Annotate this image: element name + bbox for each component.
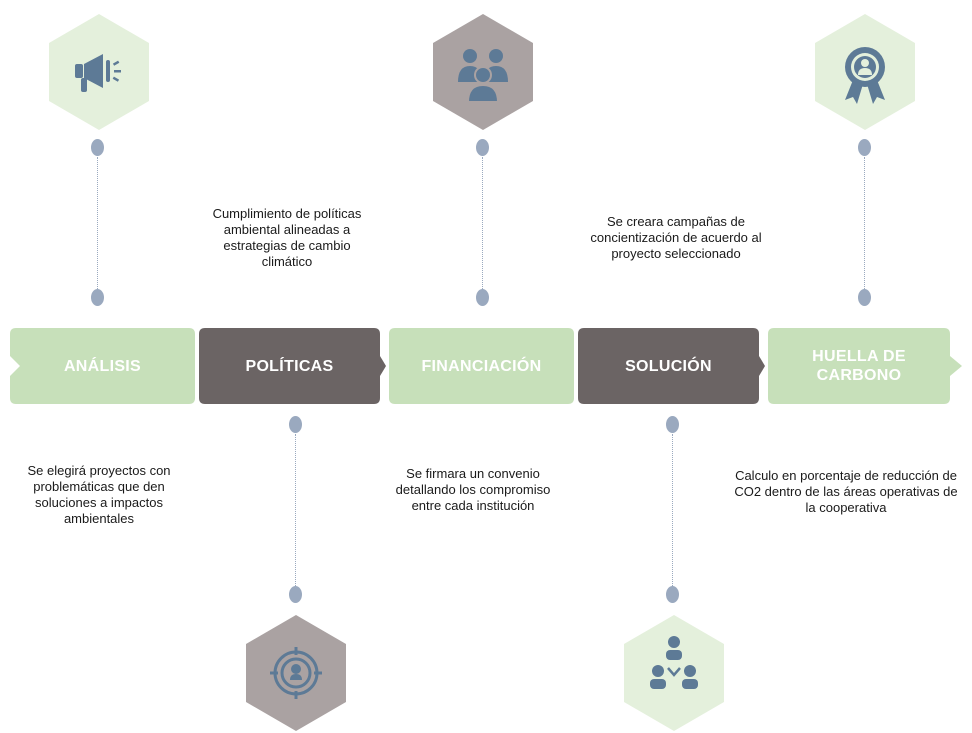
connector-dot xyxy=(666,416,679,433)
solucion-description: Se creara campañas de concientización de… xyxy=(590,214,762,261)
connector-dot xyxy=(91,289,104,306)
stage-politicas: POLÍTICAS xyxy=(199,328,386,404)
stage-label: FINANCIACIÓN xyxy=(421,357,542,375)
connector-dot xyxy=(476,139,489,156)
business-team-hexagon xyxy=(429,12,537,132)
dotted-connector xyxy=(295,434,296,586)
dotted-connector xyxy=(482,157,483,289)
politicas-description: Cumplimiento de políticas ambiental alin… xyxy=(212,206,362,269)
team-hierarchy-icon xyxy=(650,636,698,689)
connector-dot xyxy=(91,139,104,156)
stage-huella: HUELLA DE CARBONO xyxy=(768,328,962,404)
stage-label: ANÁLISIS xyxy=(63,357,142,375)
team-hierarchy-hexagon xyxy=(620,613,728,733)
connector-dot xyxy=(289,416,302,433)
connector-dot xyxy=(289,586,302,603)
stage-label: SOLUCIÓN xyxy=(625,357,712,375)
target-person-hexagon xyxy=(242,613,350,733)
connector-dot xyxy=(858,139,871,156)
megaphone-hexagon xyxy=(45,12,153,132)
stage-label: POLÍTICAS xyxy=(245,357,334,375)
award-badge-icon xyxy=(845,47,885,104)
connector-dot xyxy=(476,289,489,306)
megaphone-icon xyxy=(75,54,121,92)
dotted-connector xyxy=(672,434,673,586)
stage-label: HUELLA DE CARBONO xyxy=(812,348,906,384)
huella-description: Calculo en porcentaje de reducción de CO… xyxy=(734,468,958,515)
award-badge-hexagon xyxy=(811,12,919,132)
dotted-connector xyxy=(864,157,865,289)
stage-solucion: SOLUCIÓN xyxy=(578,328,765,404)
financiacion-description: Se firmara un convenio detallando los co… xyxy=(395,466,551,513)
connector-dot xyxy=(858,289,871,306)
stage-analisis: ANÁLISIS xyxy=(10,328,195,404)
analisis-description: Se elegirá proyectos con problemáticas q… xyxy=(27,463,171,526)
connector-dot xyxy=(666,586,679,603)
business-team-icon xyxy=(458,49,508,103)
stage-financiacion: FINANCIACIÓN xyxy=(389,328,574,404)
dotted-connector xyxy=(97,157,98,289)
target-person-icon xyxy=(270,647,322,699)
